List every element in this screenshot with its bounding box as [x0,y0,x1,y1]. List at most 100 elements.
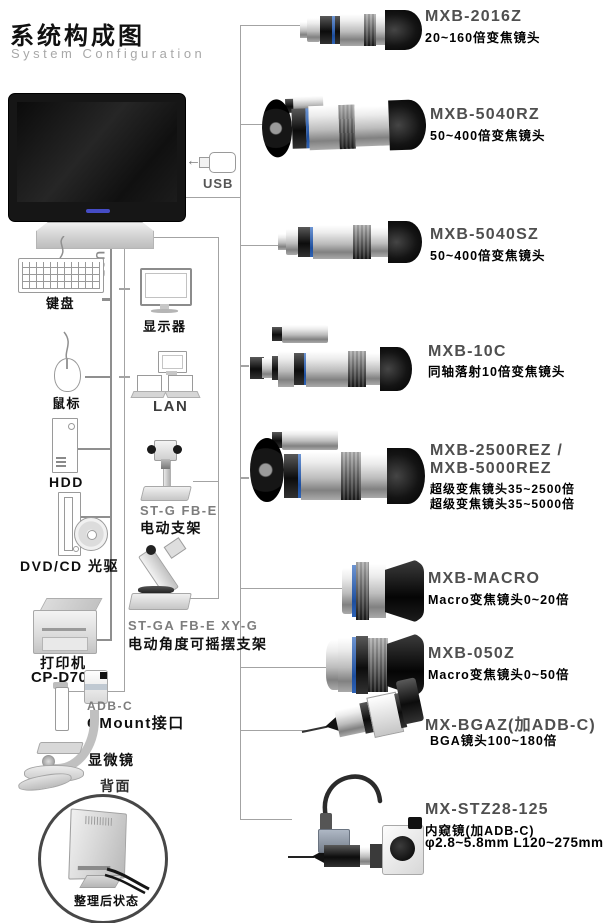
lens-part [356,562,369,620]
lens-part [388,99,427,151]
lens-model-label: MXB-2016Z [425,8,523,25]
microscope-stage [36,742,84,754]
display-icon [140,268,192,306]
lens-mx-stz28-illustration [288,765,424,879]
connector-line [102,298,112,301]
stand-knob [173,445,182,454]
lens-part [340,14,364,46]
connector-line [193,481,218,482]
connector-line [95,639,112,641]
tilt-stand-base [128,593,192,610]
lens-part [310,227,313,257]
lens-model-label: MXB-2500REZ / [430,442,563,459]
lens-part [353,225,371,259]
tilt-stand-knob [146,545,156,555]
connector-line [76,448,112,450]
usb-plug-body-icon [209,152,236,173]
lens-mxb-2016z-illustration [300,10,422,50]
lens-part [335,16,340,44]
printer-slot [42,628,86,631]
lens-model-label: MXB-050Z [428,645,515,662]
cd-hole [87,530,97,540]
keyboard-cable [59,236,65,259]
connector-line [240,730,308,731]
lens-part [352,565,356,617]
microscope-eyepiece [53,682,68,689]
connector-line [119,376,130,378]
brand-logo [86,209,110,213]
printer-model-label: CP-D70D [31,669,99,686]
lens-part [338,638,352,692]
lens-mxb-5040sz-illustration [278,221,422,263]
connector-line [184,197,240,198]
lens-desc-label: 50~400倍变焦镜头 [430,249,546,263]
back-panel-vents [85,815,112,826]
lens-part [364,14,376,46]
lens-desc-label: Macro变焦镜头0~50倍 [428,668,570,682]
lens-mxb-5040rz-illustration [261,92,427,160]
lens-part [360,847,370,865]
back-cables [104,867,150,895]
stand-lens [161,459,170,469]
connector-line [240,477,249,479]
lens-part [354,105,390,147]
lan-pc-icon [158,351,187,373]
lens-part [371,227,389,257]
lens-part [380,347,412,391]
connector-line [240,588,346,589]
camera-lens-mount [390,836,415,861]
lens-part [338,104,356,150]
lens-part [307,18,320,42]
back-view-title: 背面 [100,778,131,794]
keyboard-label: 键盘 [46,296,76,311]
lan-pc-screen [162,355,183,369]
microscope-label: 显微镜 [88,752,135,768]
lens-part [313,225,353,259]
lens-part [308,105,340,151]
lens-part [282,325,328,343]
hdd-vents [56,455,66,467]
connector-line [240,819,292,820]
printer-label: 打印机 [40,655,87,671]
lens-desc-label: BGA镜头100~180倍 [430,734,558,748]
lens-desc-label: 内窥镜(加ADB-C) [425,824,535,838]
usb-port-label: USB [203,176,234,191]
lens-part [332,16,335,44]
lan-laptop-base [164,391,201,398]
lens-part [262,358,272,378]
lens-model-label: MXB-5000REZ [430,460,552,477]
connector-line [153,237,218,238]
stand-tilt-model-label: ST-GA FB-E XY-G [128,618,259,633]
lan-pc-base [166,371,177,375]
back-view-caption: 整理后状态 [74,894,140,908]
connector-line [119,288,130,290]
lens-part [320,16,332,44]
lens-part [301,452,341,500]
hdd-label: HDD [49,474,84,490]
lan-laptop-base [130,391,167,398]
lens-mxb-2500rez-illustration [250,428,425,508]
display-neck [160,304,169,309]
page-title: 系统构成图 [10,23,145,50]
adbc-model-label: ADB-C [87,699,134,713]
connector-line [240,667,328,668]
lens-part [298,227,310,257]
lens-part [306,351,348,387]
lens-part [250,357,264,379]
connector-line [124,246,125,692]
lens-desc-label: 超级变焦镜头35~5000倍 [430,497,576,511]
cable-connector [320,813,332,831]
lan-label: LAN [153,398,189,415]
lens-part [282,430,338,450]
lens-part [294,353,304,385]
lens-desc-label: 超级变焦镜头35~2500倍 [430,482,576,496]
connector-line [240,365,249,367]
back-view-circle: 整理后状态 [38,794,168,923]
adbc-dot [100,672,107,679]
lens-part [278,351,294,387]
lens-mx-bgaz-illustration [295,675,428,763]
stand-tilt-label: 电动角度可摇摆支架 [128,636,268,652]
adbc-band [85,684,107,690]
lens-model-label: MXB-5040RZ [430,106,540,123]
camera-cable [322,774,383,820]
